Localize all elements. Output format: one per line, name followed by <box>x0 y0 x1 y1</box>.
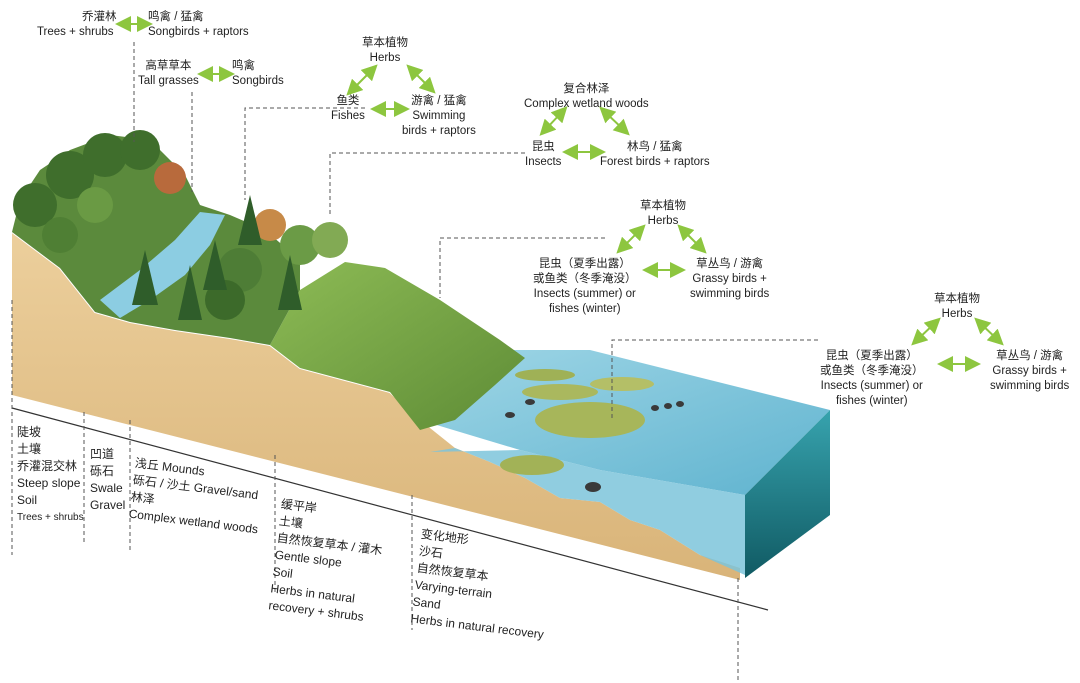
chain2-birds-label: 鸣禽 Songbirds <box>232 60 284 87</box>
chain5-insects-fishes-label: 昆虫（夏季出露） 或鱼类（冬季淹没） Insects (summer) or f… <box>533 258 637 315</box>
marsh-island <box>535 402 645 438</box>
conifer-trees <box>132 195 302 320</box>
arrow-icon <box>599 106 630 136</box>
forest-stream <box>100 212 225 318</box>
chain6-insects-fishes-label: 昆虫（夏季出露） 或鱼类（冬季淹没） Insects (summer) or f… <box>820 350 924 407</box>
chain1-trees-label: 乔灌林 Trees + shrubs <box>36 11 117 38</box>
zone-steep-slope: 陡坡 土壤 乔灌混交林 Steep slope Soil Trees + shr… <box>17 425 84 523</box>
chain3-swimming-birds-label: 游禽 / 猛禽 Swimming birds + raptors <box>402 95 476 137</box>
chain3-fishes-label: 鱼类 Fishes <box>331 95 365 122</box>
chain5-herbs-label: 草本植物 Herbs <box>640 200 686 227</box>
chain-leader-lines <box>133 42 818 420</box>
chain4-forest-birds-label: 林鸟 / 猛禽 Forest birds + raptors <box>600 141 710 168</box>
chain6-grassy-birds-label: 草丛鸟 / 游禽 Grassy birds + swimming birds <box>990 350 1070 392</box>
chain6-herbs-label: 草本植物 Herbs <box>934 293 980 320</box>
marsh-island <box>515 369 575 381</box>
arrow-icon <box>346 64 378 96</box>
grass-slope <box>270 262 525 430</box>
chain5-grassy-birds-label: 草丛鸟 / 游禽 Grassy birds + swimming birds <box>690 258 770 300</box>
marsh-island <box>590 377 654 391</box>
arrow-icon <box>616 224 646 254</box>
water-side-face <box>745 410 830 578</box>
section-baseline <box>11 407 769 611</box>
soil-section <box>12 232 740 580</box>
arrow-icon <box>911 317 941 346</box>
arrow-icon <box>677 224 707 254</box>
marsh-island <box>522 384 598 400</box>
chain2-grasses-label: 高草草本 Tall grasses <box>138 60 199 87</box>
zone-divider-lines <box>11 300 739 683</box>
chain1-birds-label: 鸣禽 / 猛禽 Songbirds + raptors <box>148 11 249 38</box>
chain4-wetland-woods-label: 复合林泽 Complex wetland woods <box>524 83 649 110</box>
zone-swale: 凹道 砾石 Swale Gravel <box>90 447 126 512</box>
ducks <box>505 399 684 492</box>
marsh-island <box>500 455 564 475</box>
tree-crowns <box>13 130 348 320</box>
zone-varying-terrain: 变化地形 沙石 自然恢复草本 Varying-terrain Sand Herb… <box>409 526 545 642</box>
chain3-herbs-label: 草本植物 Herbs <box>362 37 408 64</box>
arrow-icon <box>539 106 568 136</box>
zone-gentle-slope: 缓平岸 土壤 自然恢复草本 / 灌木 Gentle slope Soil Her… <box>267 496 383 624</box>
arrow-icon <box>974 317 1004 346</box>
arrow-icon <box>406 64 436 94</box>
chain4-insects-label: 昆虫 Insects <box>525 141 562 168</box>
water-front-face <box>430 448 745 575</box>
